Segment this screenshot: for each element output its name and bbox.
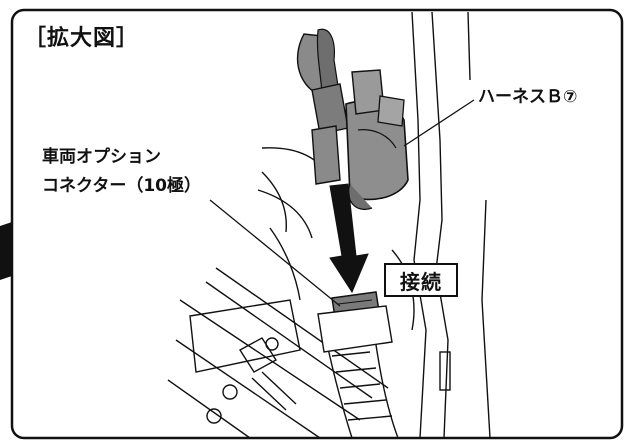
connector-label-line-1: 車両オプション: [42, 147, 161, 167]
harness-b-label: ハーネスＢ⑦: [478, 87, 578, 107]
figure-title: ［拡大図］: [24, 26, 140, 51]
harness-leader-line: [403, 99, 475, 147]
harness-b-part: [296, 28, 409, 210]
connector-label-line-2: コネクター（10極）: [42, 176, 201, 196]
connect-action-badge: 接続: [384, 263, 458, 297]
vehicle-option-connector: [317, 291, 393, 353]
left-edge-marker: [0, 222, 12, 280]
insertion-arrow: [329, 183, 369, 294]
connector-leader-line: [209, 199, 341, 307]
leader-lines: [209, 99, 475, 307]
